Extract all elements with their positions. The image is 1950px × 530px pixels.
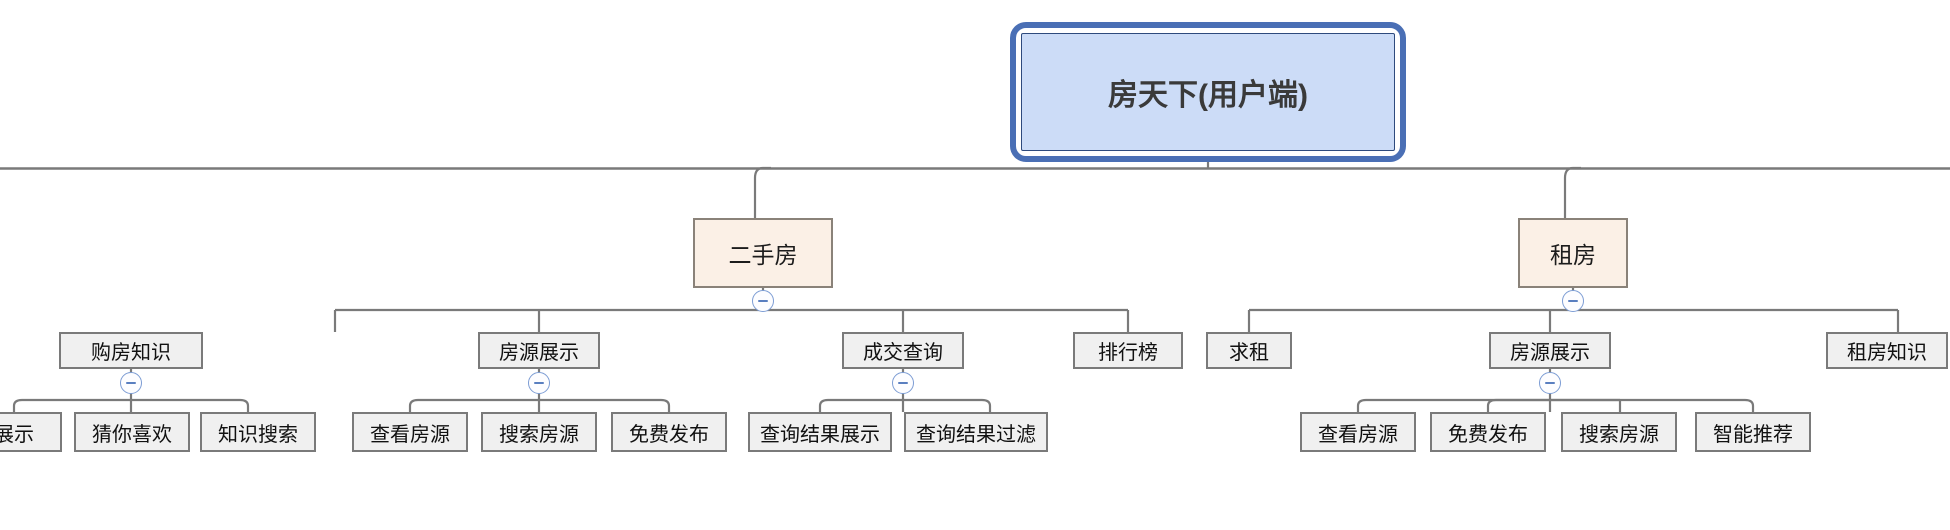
node-租房知识[interactable]: 租房知识 bbox=[1826, 332, 1948, 369]
node-查看房源-租房[interactable]: 查看房源 bbox=[1300, 412, 1416, 452]
node-label: 查看房源 bbox=[370, 423, 450, 446]
node-房源展示-二手房[interactable]: 房源展示 bbox=[478, 332, 600, 369]
node-label: 购房知识 bbox=[91, 342, 171, 364]
node-label: 免费发布 bbox=[629, 423, 709, 446]
node-查询结果展示[interactable]: 查询结果展示 bbox=[748, 412, 892, 452]
node-求租[interactable]: 求租 bbox=[1206, 332, 1292, 369]
node-展示[interactable]: 展示 bbox=[0, 412, 62, 452]
collapse-toggle-goufangzhishi[interactable] bbox=[120, 372, 142, 394]
node-搜索房源-租房[interactable]: 搜索房源 bbox=[1561, 412, 1677, 452]
node-label: 排行榜 bbox=[1098, 342, 1158, 364]
minus-icon bbox=[898, 382, 908, 384]
node-购房知识[interactable]: 购房知识 bbox=[59, 332, 203, 369]
node-成交查询[interactable]: 成交查询 bbox=[842, 332, 964, 369]
minus-icon bbox=[1545, 382, 1555, 384]
node-label: 成交查询 bbox=[863, 342, 943, 364]
collapse-toggle-fangyuanzhanshi-rent[interactable] bbox=[1539, 372, 1561, 394]
node-label: 房源展示 bbox=[499, 342, 579, 364]
node-label: 租房知识 bbox=[1847, 342, 1927, 364]
minus-icon bbox=[1568, 300, 1578, 302]
node-免费发布-租房[interactable]: 免费发布 bbox=[1430, 412, 1546, 452]
node-label: 二手房 bbox=[728, 242, 798, 268]
collapse-toggle-chengjiaochaxun[interactable] bbox=[892, 372, 914, 394]
node-label: 租房 bbox=[1550, 242, 1596, 268]
node-搜索房源-二手房[interactable]: 搜索房源 bbox=[481, 412, 597, 452]
node-查询结果过滤[interactable]: 查询结果过滤 bbox=[904, 412, 1048, 452]
collapse-toggle-fangyuanzhanshi-sale[interactable] bbox=[528, 372, 550, 394]
node-房源展示-租房[interactable]: 房源展示 bbox=[1489, 332, 1611, 369]
node-查看房源-二手房[interactable]: 查看房源 bbox=[352, 412, 468, 452]
collapse-toggle-ershoufang[interactable] bbox=[752, 290, 774, 312]
minus-icon bbox=[758, 300, 768, 302]
node-label: 免费发布 bbox=[1448, 423, 1528, 446]
node-label: 搜索房源 bbox=[1579, 423, 1659, 446]
node-label: 猜你喜欢 bbox=[92, 423, 172, 446]
node-label: 搜索房源 bbox=[499, 423, 579, 446]
node-租房[interactable]: 租房 bbox=[1518, 218, 1628, 288]
node-label: 查看房源 bbox=[1318, 423, 1398, 446]
collapse-toggle-zufang[interactable] bbox=[1562, 290, 1584, 312]
root-node-label: 房天下(用户端) bbox=[1108, 79, 1308, 112]
node-label: 展示 bbox=[0, 423, 34, 446]
minus-icon bbox=[534, 382, 544, 384]
node-label: 查询结果展示 bbox=[760, 423, 880, 446]
node-猜你喜欢[interactable]: 猜你喜欢 bbox=[74, 412, 190, 452]
node-label: 知识搜索 bbox=[218, 423, 298, 446]
node-label: 智能推荐 bbox=[1713, 423, 1793, 446]
node-label: 求租 bbox=[1229, 342, 1269, 364]
node-label: 房源展示 bbox=[1510, 342, 1590, 364]
node-知识搜索[interactable]: 知识搜索 bbox=[200, 412, 316, 452]
node-智能推荐[interactable]: 智能推荐 bbox=[1695, 412, 1811, 452]
node-二手房[interactable]: 二手房 bbox=[693, 218, 833, 288]
minus-icon bbox=[126, 382, 136, 384]
node-免费发布-二手房[interactable]: 免费发布 bbox=[611, 412, 727, 452]
node-排行榜[interactable]: 排行榜 bbox=[1073, 332, 1183, 369]
node-label: 查询结果过滤 bbox=[916, 423, 1036, 446]
root-node-房天下用户端[interactable]: 房天下(用户端) bbox=[1021, 33, 1395, 151]
